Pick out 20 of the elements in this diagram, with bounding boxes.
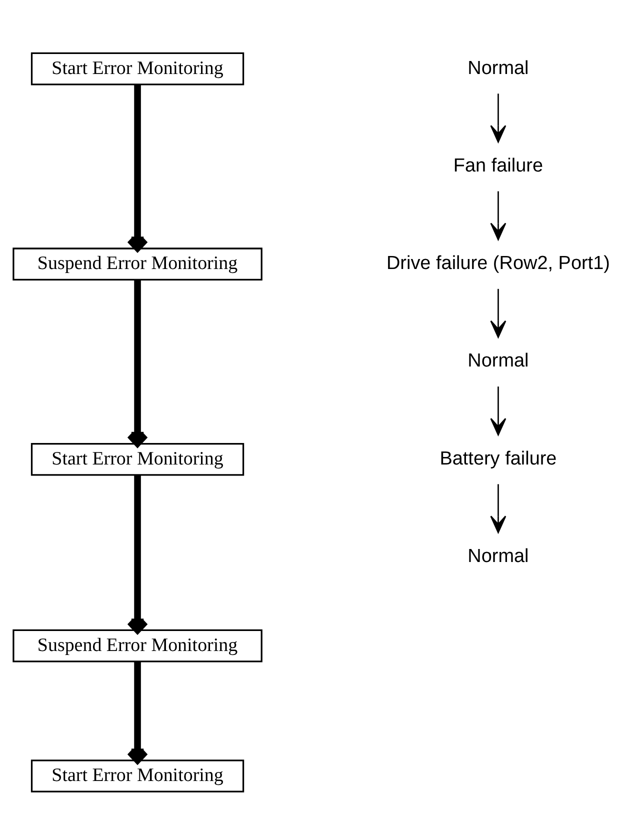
node-box: Suspend Error Monitoring	[12, 248, 262, 280]
arrow	[490, 386, 506, 436]
node-box: Start Error Monitoring	[30, 760, 244, 792]
arrow	[490, 191, 506, 240]
arrow	[490, 484, 506, 534]
arrow	[126, 475, 149, 634]
arrow	[126, 662, 149, 764]
arrow	[126, 280, 149, 447]
node-box: Suspend Error Monitoring	[12, 629, 262, 662]
node-box: Start Error Monitoring	[30, 442, 244, 476]
node-text: Fan failure	[453, 155, 544, 176]
node-text: Normal	[468, 546, 529, 568]
node-text: Battery failure	[440, 448, 557, 470]
arrow	[490, 288, 506, 338]
arrow	[126, 84, 149, 252]
node-text: Normal	[468, 58, 529, 79]
node-box: Start Error Monitoring	[30, 52, 244, 86]
node-text: Drive failure (Row2, Port1)	[386, 253, 610, 274]
arrow	[490, 94, 506, 143]
node-text: Normal	[468, 350, 529, 372]
